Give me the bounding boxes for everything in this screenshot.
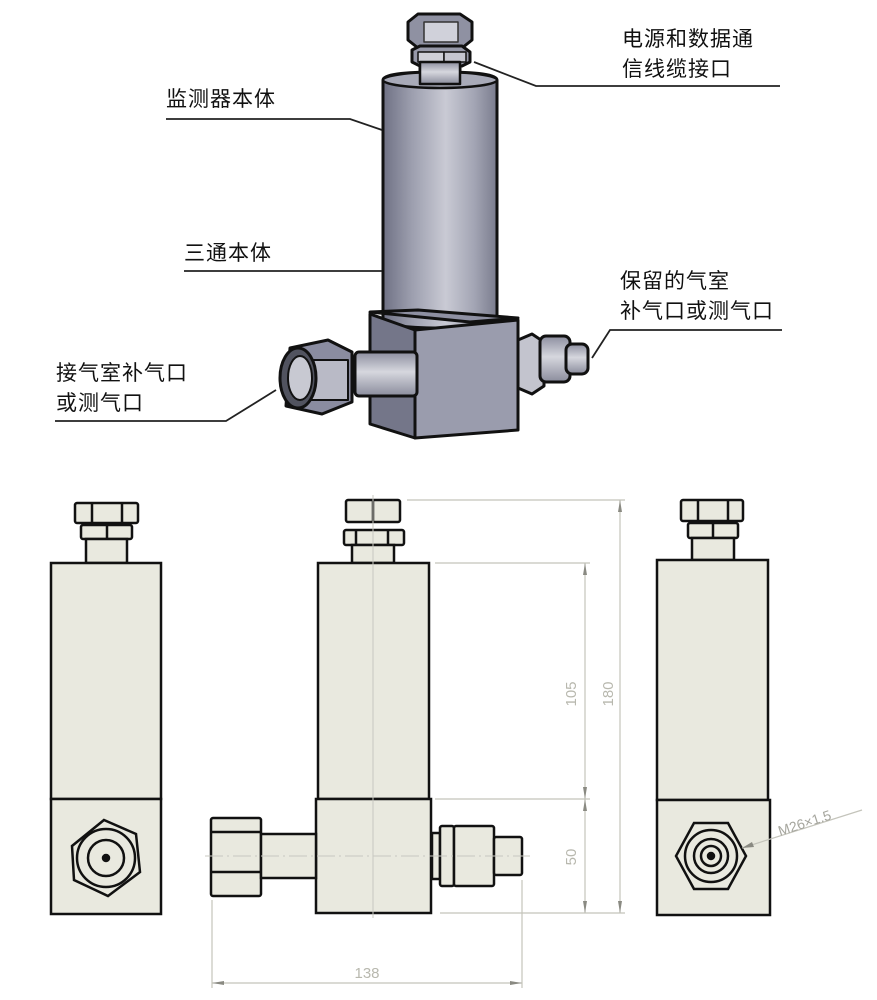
- iso-device: [278, 12, 590, 440]
- leader-power-data-port: [473, 61, 780, 87]
- dim-label-138: 138: [354, 965, 379, 982]
- left-fitting: [278, 338, 419, 416]
- dimension-arrows: [212, 500, 754, 985]
- leader-chamber-port: [55, 389, 277, 422]
- ortho-front-view: [205, 495, 530, 918]
- tee-body-block: [368, 308, 520, 440]
- thread-spec-label: M26×1.5: [776, 807, 833, 839]
- ortho-side-view-left: [49, 501, 163, 916]
- right-fitting: [516, 332, 590, 396]
- thread-leader: [741, 809, 863, 849]
- dim-label-105: 105: [563, 681, 580, 706]
- dimension-lines: [211, 499, 863, 988]
- hex-port-icon: [70, 818, 142, 898]
- callout-reserved-port: 保留的气室 补气口或测气口: [620, 269, 774, 323]
- ortho-side-view-right: [655, 498, 772, 917]
- leader-lines: [55, 61, 782, 422]
- dim-label-180: 180: [600, 681, 617, 706]
- leader-monitor-body: [166, 118, 383, 131]
- dim-label-50: 50: [563, 849, 580, 866]
- leader-reserved-port: [591, 329, 782, 359]
- hex-port-icon: [674, 821, 748, 891]
- monitor-body-cylinder: [381, 60, 499, 330]
- callout-chamber-port: 接气室补气口 或测气口: [56, 361, 188, 415]
- callout-tee-body: 三通本体: [184, 241, 272, 265]
- callout-power-data-port: 电源和数据通 信线缆接口: [622, 27, 754, 81]
- callout-monitor-body: 监测器本体: [166, 87, 276, 111]
